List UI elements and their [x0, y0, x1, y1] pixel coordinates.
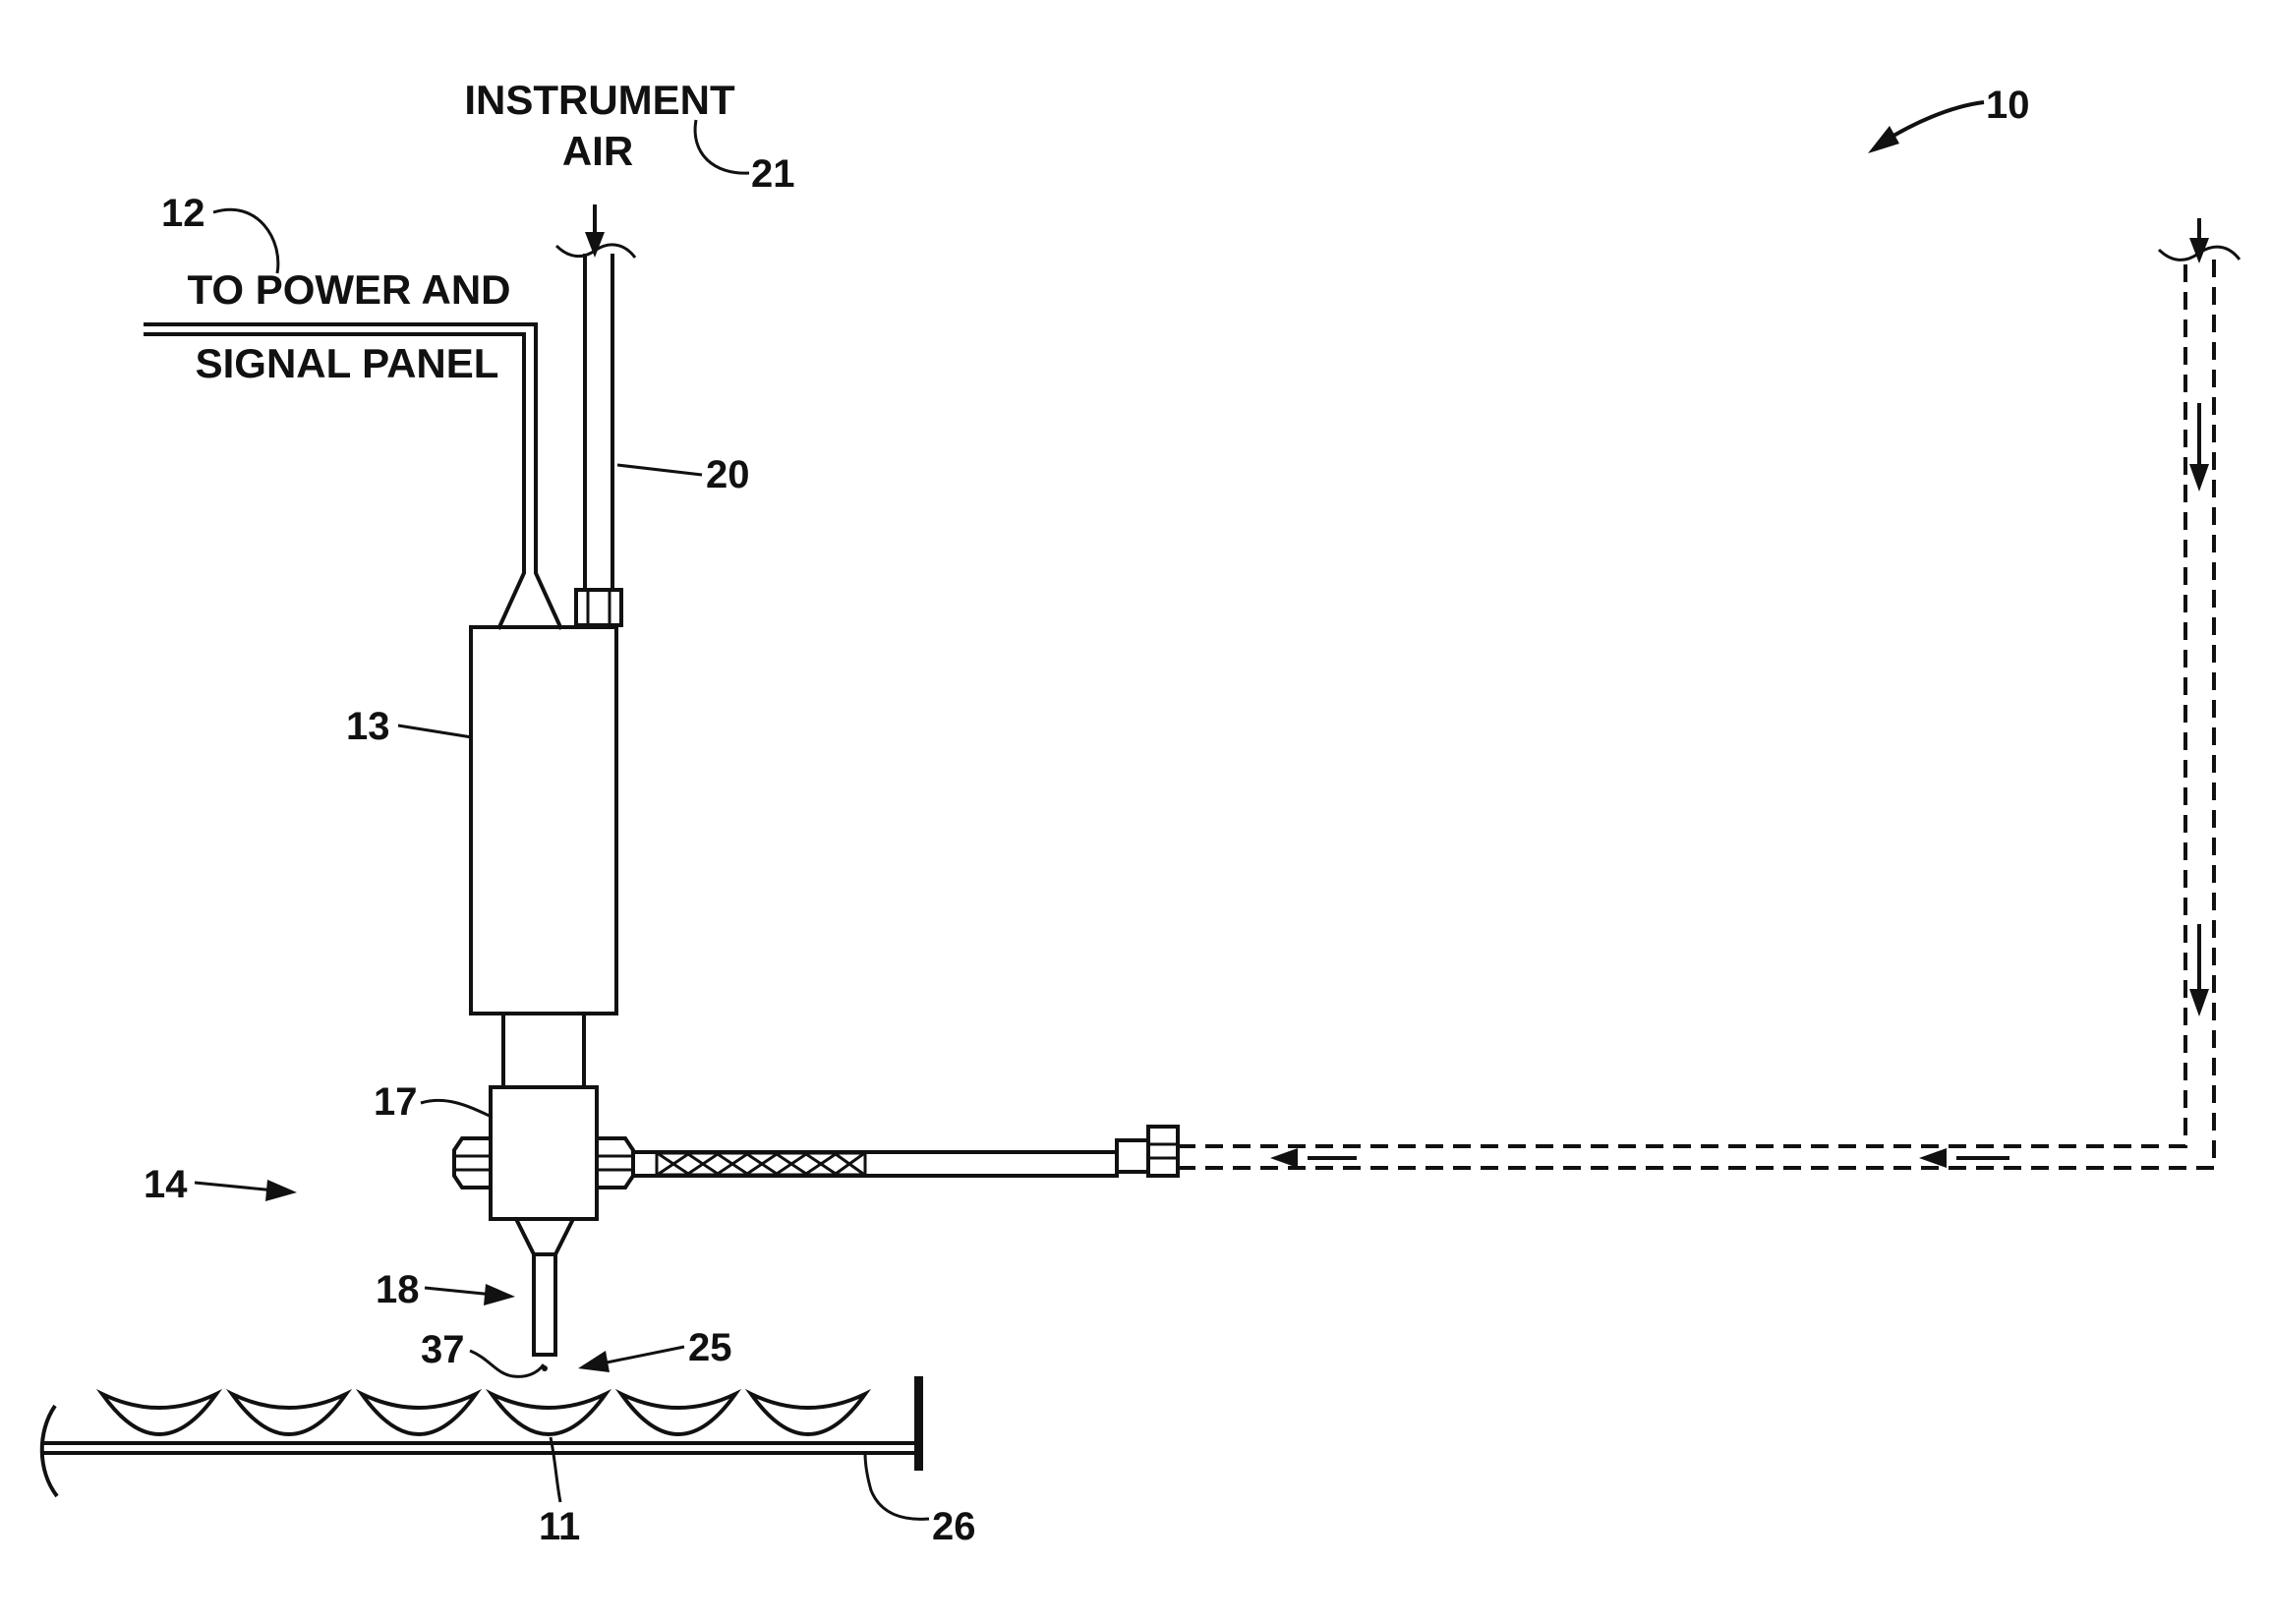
cup-5: [621, 1394, 735, 1434]
signal-panel-text: SIGNAL PANEL: [196, 340, 499, 386]
ref-13: 13: [346, 705, 390, 748]
conveyor-with-cups: [42, 1376, 923, 1496]
ref-21: 21: [751, 152, 795, 196]
cup-4: [492, 1394, 606, 1434]
body-neck: [503, 1014, 584, 1087]
leader-12: [213, 209, 278, 273]
instrument-text: INSTRUMENT: [464, 77, 735, 123]
supply-line: [633, 1127, 1178, 1176]
leader-17: [421, 1100, 492, 1117]
leader-20: [617, 465, 702, 475]
leader-14: [195, 1180, 297, 1201]
ref-25: 25: [688, 1326, 732, 1369]
leader-10: [1868, 102, 1984, 153]
ref-12: 12: [161, 192, 205, 235]
dashed-supply-path: [1178, 218, 2240, 1168]
leader-21: [695, 120, 749, 173]
cup-2: [232, 1394, 346, 1434]
ref-20: 20: [706, 453, 750, 496]
ref-17: 17: [374, 1080, 418, 1124]
leader-25: [578, 1347, 684, 1372]
droplet: [542, 1365, 548, 1371]
dispensing-nozzle: [516, 1219, 573, 1355]
ref-11: 11: [539, 1505, 580, 1548]
actuator-body: [471, 627, 616, 1014]
ref-10: 10: [1986, 84, 2030, 127]
cup-6: [751, 1394, 865, 1434]
leader-13: [398, 725, 472, 737]
ref-18: 18: [376, 1268, 420, 1311]
ref-37: 37: [421, 1328, 465, 1371]
air-text: AIR: [562, 128, 633, 174]
leader-18: [425, 1284, 515, 1305]
power-text: TO POWER AND: [187, 266, 510, 313]
air-supply-tube: [556, 204, 635, 625]
ref-26: 26: [932, 1505, 976, 1548]
cup-3: [362, 1394, 476, 1434]
cup-1: [102, 1394, 216, 1434]
leader-11: [551, 1437, 560, 1502]
ref-14: 14: [144, 1163, 188, 1206]
valve-block: [454, 1087, 633, 1219]
